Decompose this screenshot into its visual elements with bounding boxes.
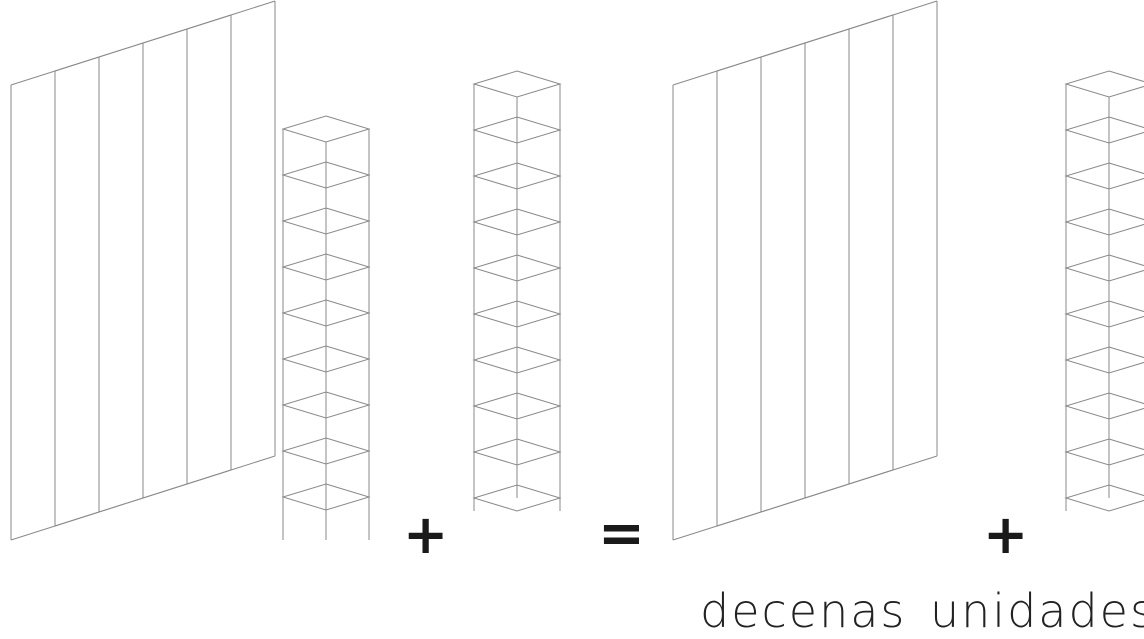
unit-cube	[472, 116, 562, 144]
plus-sign-1: +	[403, 503, 449, 566]
equals-sign: =	[598, 501, 645, 566]
unit-cube	[1064, 70, 1144, 98]
unit-cube	[281, 207, 371, 235]
unit-cube	[1064, 392, 1144, 420]
unit-cube	[472, 300, 562, 328]
unit-cube	[472, 392, 562, 420]
unit-cube	[281, 161, 371, 189]
unit-cube	[472, 208, 562, 236]
unit-cube	[281, 253, 371, 281]
unit-column-left	[281, 115, 371, 540]
unit-cube	[472, 438, 562, 466]
unit-cube	[281, 483, 371, 511]
unit-column-added	[472, 70, 562, 512]
unit-cube	[472, 70, 562, 98]
unit-cube	[1064, 116, 1144, 144]
unit-cube	[281, 299, 371, 327]
unit-cube	[281, 115, 371, 143]
label-tens: decenas	[700, 584, 907, 638]
unit-cube	[472, 484, 562, 512]
unit-cube	[281, 391, 371, 419]
unit-cube	[281, 437, 371, 465]
tens-block-left	[10, 0, 276, 541]
unit-cube	[1064, 208, 1144, 236]
unit-cube	[1064, 438, 1144, 466]
unit-cube	[1064, 484, 1144, 512]
tens-block-result	[672, 0, 938, 541]
unit-cube	[1064, 254, 1144, 282]
unit-cube	[1064, 346, 1144, 374]
unit-cube	[281, 345, 371, 373]
unit-cube	[1064, 162, 1144, 190]
unit-cube	[1064, 300, 1144, 328]
plus-sign-2: +	[983, 503, 1029, 566]
label-units: unidades	[930, 584, 1144, 638]
unit-cube	[472, 346, 562, 374]
unit-column-result	[1064, 70, 1144, 512]
unit-cube	[472, 162, 562, 190]
unit-cube	[472, 254, 562, 282]
